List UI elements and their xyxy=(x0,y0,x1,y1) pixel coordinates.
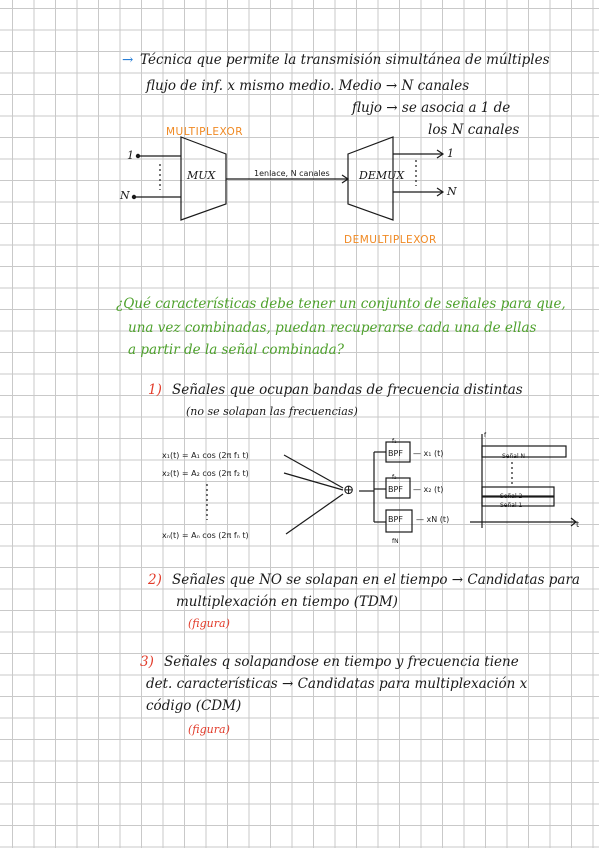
point-3-line-2: det. características → Candidatas para m… xyxy=(146,676,528,692)
bpf-n-output: — xN (t) xyxy=(416,515,450,524)
mux-input-1-dot xyxy=(135,153,141,159)
point-2-line-1: Señales que NO se solapan en el tiempo →… xyxy=(172,572,580,588)
eqn-to-sum-line xyxy=(285,493,344,535)
mux-box-label: MUX xyxy=(187,169,216,182)
summing-node-icon: ⊕ xyxy=(343,482,355,498)
demux-trapezoid xyxy=(347,136,394,221)
equation-xn: xₙ(t) = Aₙ cos (2π fₙ t) xyxy=(162,531,249,540)
point-3-line-3: código (CDM) xyxy=(146,698,242,714)
bpf-2-output: — x₂ (t) xyxy=(413,485,444,494)
bpf-n-freq-label: fN xyxy=(392,538,399,545)
eq1-to-sum-line xyxy=(283,454,344,489)
intro-line-3: flujo → se asocia a 1 de xyxy=(352,100,511,116)
spectrum-band-2 xyxy=(481,486,555,497)
demux-output-n-label: N xyxy=(447,185,457,198)
link-label: 1enlace, N canales xyxy=(254,169,330,178)
question-line-2: una vez combinadas, puedan recuperarse c… xyxy=(128,320,537,336)
mux-input-n-label: N xyxy=(120,189,130,202)
point-3-figure-placeholder: (figura) xyxy=(188,723,230,736)
intro-line-4: los N canales xyxy=(428,122,520,138)
point-3-number: 3) xyxy=(140,654,154,670)
bpf-1-box xyxy=(385,441,411,463)
eq2-to-sum-line xyxy=(283,472,344,491)
demux-output-1-arrowhead xyxy=(436,149,445,159)
spectrum-axis-t-arrowhead xyxy=(570,517,577,527)
bpf-n-box xyxy=(385,509,413,533)
mux-input-1-label: 1 xyxy=(127,149,134,162)
question-line-1: ¿Qué características debe tener un conju… xyxy=(116,296,566,312)
intro-line-1: Técnica que permite la transmisión simul… xyxy=(140,52,550,68)
intro-line-2: flujo de inf. x mismo medio. Medio → N c… xyxy=(146,78,470,94)
demultiplexor-label: DEMULTIPLEXOR xyxy=(344,234,437,246)
demux-output-n-arrowhead xyxy=(436,187,445,197)
equation-x1: x₁(t) = A₁ cos (2π f₁ t) xyxy=(162,451,249,460)
equation-x2: x₂(t) = A₂ cos (2π f₂ t) xyxy=(162,469,249,478)
point-1-line-2: (no se solapan las frecuencias) xyxy=(186,405,358,418)
question-line-3: a partir de la señal combinada? xyxy=(128,342,344,358)
fdm-diagram xyxy=(206,434,577,535)
point-1-line-1: Señales que ocupan bandas de frecuencia … xyxy=(172,382,523,398)
point-1-number: 1) xyxy=(148,382,162,398)
point-2-figure-placeholder: (figura) xyxy=(188,617,230,630)
spectrum-band-1 xyxy=(481,496,555,507)
spectrum-axis-f-label: f xyxy=(484,432,487,439)
multiplexor-label: MULTIPLEXOR xyxy=(166,126,244,138)
point-2-number: 2) xyxy=(148,572,162,588)
bullet-arrow-icon: → xyxy=(122,52,134,68)
spectrum-band-n xyxy=(481,445,567,458)
bpf-2-box xyxy=(385,477,411,499)
spectrum-axis-t-label: t xyxy=(576,520,580,529)
bpf-1-output: — x₁ (t) xyxy=(413,449,444,458)
mux-trapezoid xyxy=(180,136,227,221)
point-3-line-1: Señales q solapandose en tiempo y frecue… xyxy=(164,654,519,670)
mux-input-n-dot xyxy=(131,194,137,200)
point-2-line-2: multiplexación en tiempo (TDM) xyxy=(176,594,398,610)
demux-output-1-label: 1 xyxy=(447,147,454,160)
bpf-2-label: BPF xyxy=(388,485,403,494)
bpf-n-label: BPF xyxy=(388,515,403,524)
mux-diagram xyxy=(131,136,445,221)
bpf-1-label: BPF xyxy=(388,449,403,458)
